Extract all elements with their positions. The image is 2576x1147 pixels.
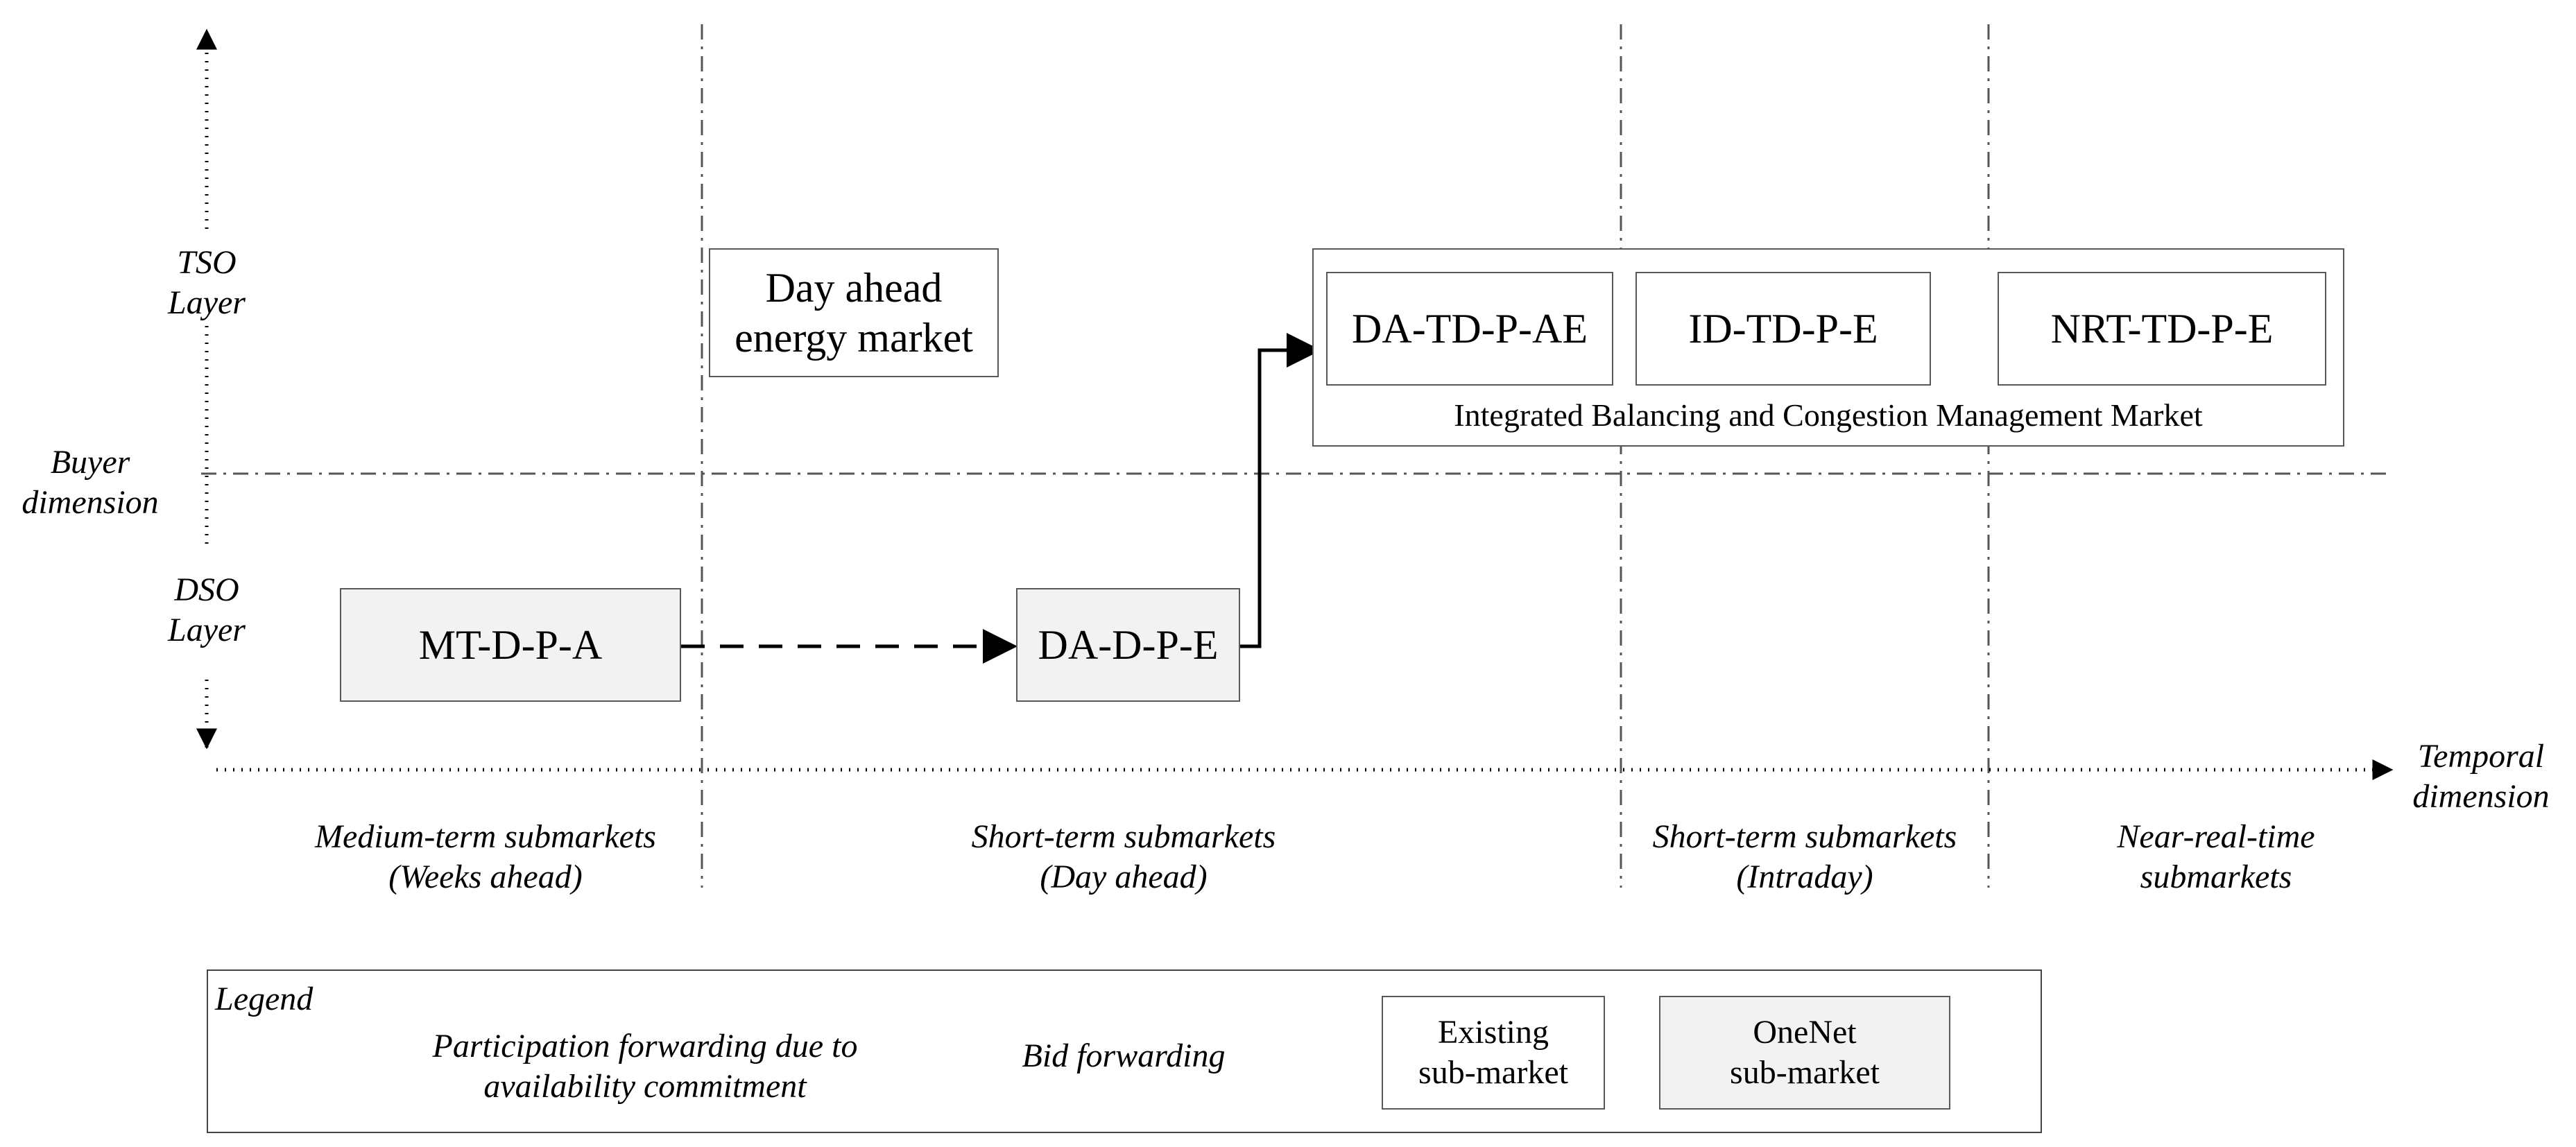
column-label-medium-term: Medium-term submarkets (Weeks ahead) xyxy=(277,817,694,897)
temporal-dimension-line2: dimension xyxy=(2412,777,2550,815)
tso-layer-line1: TSO xyxy=(177,244,237,281)
buyer-dimension-line1: Buyer xyxy=(50,444,130,481)
legend-dashed-line2: availability commitment xyxy=(483,1067,807,1105)
buyer-dimension-line2: dimension xyxy=(22,483,159,521)
tso-layer-label: TSO Layer xyxy=(137,243,276,322)
integrated-market-label: Integrated Balancing and Congestion Mana… xyxy=(1454,397,2203,433)
day-ahead-energy-market-line2: energy market xyxy=(735,315,973,361)
buyer-dimension-label: Buyer dimension xyxy=(0,442,180,522)
temporal-dimension-label: Temporal dimension xyxy=(2386,736,2576,816)
column-label-line2: (Day ahead) xyxy=(1040,858,1208,895)
legend-existing-line2: sub-market xyxy=(1418,1054,1568,1091)
dso-layer-line2: Layer xyxy=(168,611,246,648)
column-label-line1: Medium-term submarkets xyxy=(315,818,656,855)
column-label-line2: submarkets xyxy=(2140,858,2292,895)
column-label-line1: Short-term submarkets xyxy=(1652,818,1957,855)
legend-dashed-label: Participation forwarding due to availabi… xyxy=(375,1026,916,1106)
legend-onenet-line2: sub-market xyxy=(1730,1054,1880,1091)
legend-existing-line1: Existing xyxy=(1437,1014,1549,1051)
legend-onenet-box: OneNet sub-market xyxy=(1659,996,1950,1110)
column-label-line1: Short-term submarkets xyxy=(971,818,1276,855)
column-label-line2: (Intraday) xyxy=(1736,858,1873,895)
bid-forwarding-arrow xyxy=(1240,333,1321,648)
legend-title: Legend xyxy=(215,981,314,1017)
legend-dashed-line1: Participation forwarding due to xyxy=(432,1028,858,1064)
column-label-line2: (Weeks ahead) xyxy=(388,858,583,895)
legend-solid-label: Bid forwarding xyxy=(1022,1037,1226,1074)
id-td-p-e-box: ID-TD-P-E xyxy=(1635,272,1931,386)
day-ahead-energy-market-box: Day ahead energy market xyxy=(709,248,999,377)
column-label-short-term-day-ahead: Short-term submarkets (Day ahead) xyxy=(916,817,1332,897)
column-label-short-term-intraday: Short-term submarkets (Intraday) xyxy=(1597,817,2013,897)
da-td-p-ae-label: DA-TD-P-AE xyxy=(1352,306,1588,352)
mt-d-p-a-label: MT-D-P-A xyxy=(418,622,603,668)
id-td-p-e-label: ID-TD-P-E xyxy=(1688,306,1878,352)
nrt-td-p-e-box: NRT-TD-P-E xyxy=(1998,272,2326,386)
da-td-p-ae-box: DA-TD-P-AE xyxy=(1326,272,1613,386)
dso-layer-line1: DSO xyxy=(174,571,239,608)
legend-existing-box: Existing sub-market xyxy=(1382,996,1605,1110)
day-ahead-energy-market-line1: Day ahead xyxy=(765,265,943,311)
temporal-dimension-line1: Temporal xyxy=(2417,738,2545,775)
column-label-line1: Near-real-time xyxy=(2117,818,2315,855)
column-label-near-real-time: Near-real-time submarkets xyxy=(2056,817,2376,897)
da-d-p-e-label: DA-D-P-E xyxy=(1038,622,1219,668)
dso-layer-label: DSO Layer xyxy=(137,570,276,650)
nrt-td-p-e-label: NRT-TD-P-E xyxy=(2050,306,2274,352)
legend-onenet-line1: OneNet xyxy=(1753,1014,1857,1051)
tso-layer-line2: Layer xyxy=(168,284,246,321)
mt-d-p-a-box: MT-D-P-A xyxy=(340,588,681,702)
da-d-p-e-box: DA-D-P-E xyxy=(1016,588,1240,702)
